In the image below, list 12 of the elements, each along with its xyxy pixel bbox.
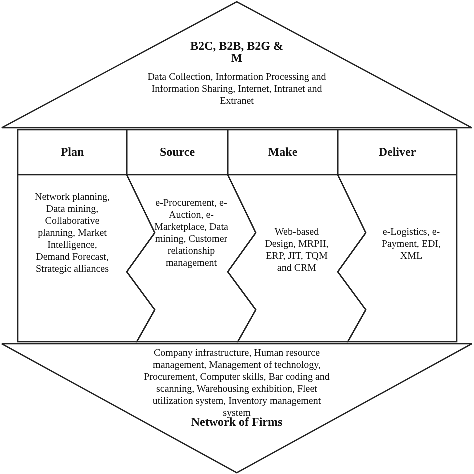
heading: B2C, B2B, B2G & M xyxy=(189,40,284,64)
column-text: Web-based Design, MRPII, ERP, JIT, TQM and CRM xyxy=(264,227,330,275)
heading: Network of Firms xyxy=(190,416,284,428)
column-text: Network planning, Data mining, Collaborative planning, Market Intelligence, Demand Forecast, Strategic alliances xyxy=(34,192,111,276)
column-text: e-Procurement, e-Auction, e-Marketplace, Data mining, Customer relationship management xyxy=(154,198,230,270)
column-text: e-Logistics, e-Payment, EDI, XML xyxy=(380,227,442,263)
description: Company infrastructure, Human resource management, Management of technology, Procurement, Computer skills, Bar coding and scanning, Warehousing exhibition, Fleet utilization system, Inventory management system xyxy=(143,348,331,419)
column-heading: Make xyxy=(267,146,299,158)
column-heading: Source xyxy=(158,146,196,158)
column-heading: Plan xyxy=(60,146,86,158)
description: Data Collection, Information Processing and Information Sharing, Internet, Intranet and Extranet xyxy=(146,72,328,108)
column-heading: Deliver xyxy=(378,146,418,158)
